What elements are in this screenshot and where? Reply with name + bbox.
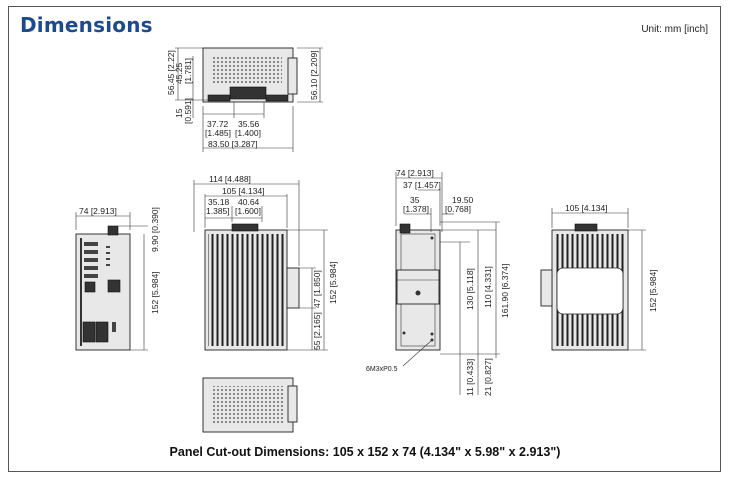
top-height-mid-inch: [1.781]: [183, 58, 193, 84]
top-view-connector: [229, 86, 267, 100]
right-side-width-3-inch: [1.378]: [403, 204, 429, 214]
left-side-width: 74 [2.913]: [79, 206, 117, 216]
right-side-width-4: 19.50: [452, 195, 474, 205]
front-view-ribs: [208, 234, 284, 346]
back-view-din-plate: [556, 267, 624, 315]
left-side-port-b: [95, 321, 109, 343]
front-view-top-connector: [231, 223, 259, 232]
right-side-screw-label: 6M3xP0.5: [366, 366, 398, 373]
right-side-height-2: 110 [4.331]: [483, 266, 493, 308]
right-side-height-3: 161.90 [6.374]: [500, 264, 510, 318]
right-side-width-2: 37 [1.457]: [403, 180, 441, 190]
top-width-b: 35.56: [238, 119, 260, 129]
top-height-right: 56.10 [2.209]: [309, 50, 319, 100]
front-width-b-inch: [1.600]: [235, 206, 261, 216]
left-side-port-a: [82, 321, 96, 343]
right-side-screw-hole: [415, 290, 421, 296]
top-view-terminal-a: [207, 94, 231, 102]
right-side-width: 74 [2.913]: [396, 168, 434, 178]
front-height-total: 152 [5.984]: [328, 261, 338, 304]
left-side-ground: [84, 281, 96, 293]
back-view-width: 105 [4.134]: [565, 203, 608, 213]
top-view-terminal-b: [265, 94, 289, 102]
left-side-top-connector: [107, 225, 119, 236]
left-side-view: 74 [2.913] 152 [5.984] 9.90 [0.390]: [75, 206, 160, 351]
top-height-mid: 45.25: [174, 62, 184, 84]
front-view-din-clip: [286, 267, 300, 309]
left-side-sfp: [107, 279, 121, 293]
panel-cutout-caption: Panel Cut-out Dimensions: 105 x 152 x 74…: [169, 445, 561, 459]
top-height-total: 56.45 [2.22]: [166, 50, 176, 95]
right-side-height-4: 11 [0.433]: [465, 359, 475, 396]
front-width-a-inch: 1.385]: [206, 206, 230, 216]
bottom-view-bracket: [287, 385, 298, 423]
top-width-a: 37.72: [207, 119, 229, 129]
right-side-view: 74 [2.913] 37 [1.457] 35 [1.378] 19.50 […: [366, 168, 510, 396]
top-height-low-inch: [0.591]: [183, 98, 193, 124]
top-view: 56.45 [2.22] 45.25 [1.781] 15 [0.591] 56…: [166, 47, 323, 152]
front-view: 114 [4.488] 105 [4.134] 35.18 1.385] 40.…: [193, 174, 338, 351]
front-width-inner: 105 [4.134]: [222, 186, 265, 196]
bottom-view: [202, 377, 298, 433]
top-view-bracket: [287, 57, 298, 95]
bottom-view-vents: [211, 386, 283, 424]
right-side-top-connector: [399, 223, 411, 234]
back-view: 105 [4.134] 152 [5.984]: [540, 203, 658, 351]
top-width-total: 83.50 [3.287]: [208, 139, 258, 149]
right-side-width-3: 35: [410, 195, 420, 205]
front-height-lower: 55 [2.165]: [312, 312, 322, 350]
left-side-top-offset: 9.90 [0.390]: [150, 207, 160, 252]
page-title: Dimensions: [20, 13, 153, 37]
right-side-height-1: 130 [5.118]: [465, 268, 475, 310]
top-width-a-inch: [1.485]: [205, 128, 231, 138]
back-view-height: 152 [5.984]: [648, 269, 658, 312]
unit-label: Unit: mm [inch]: [641, 24, 708, 35]
right-side-height-5: 21 [0.827]: [483, 358, 493, 396]
front-height-upper: 47 [1.850]: [312, 270, 322, 308]
top-height-low: 15: [174, 108, 184, 118]
back-view-clip: [540, 269, 553, 307]
back-view-top-connector: [574, 223, 598, 232]
front-width-a: 35.18: [208, 197, 230, 207]
top-view-vents: [212, 56, 282, 84]
right-side-din-rail: [396, 269, 440, 305]
front-width-b: 40.64: [238, 197, 260, 207]
front-width-outer: 114 [4.488]: [209, 174, 251, 184]
left-side-height: 152 [5.984]: [150, 271, 160, 314]
top-width-b-inch: [1.400]: [235, 128, 261, 138]
right-side-width-4-inch: [0.768]: [445, 204, 471, 214]
